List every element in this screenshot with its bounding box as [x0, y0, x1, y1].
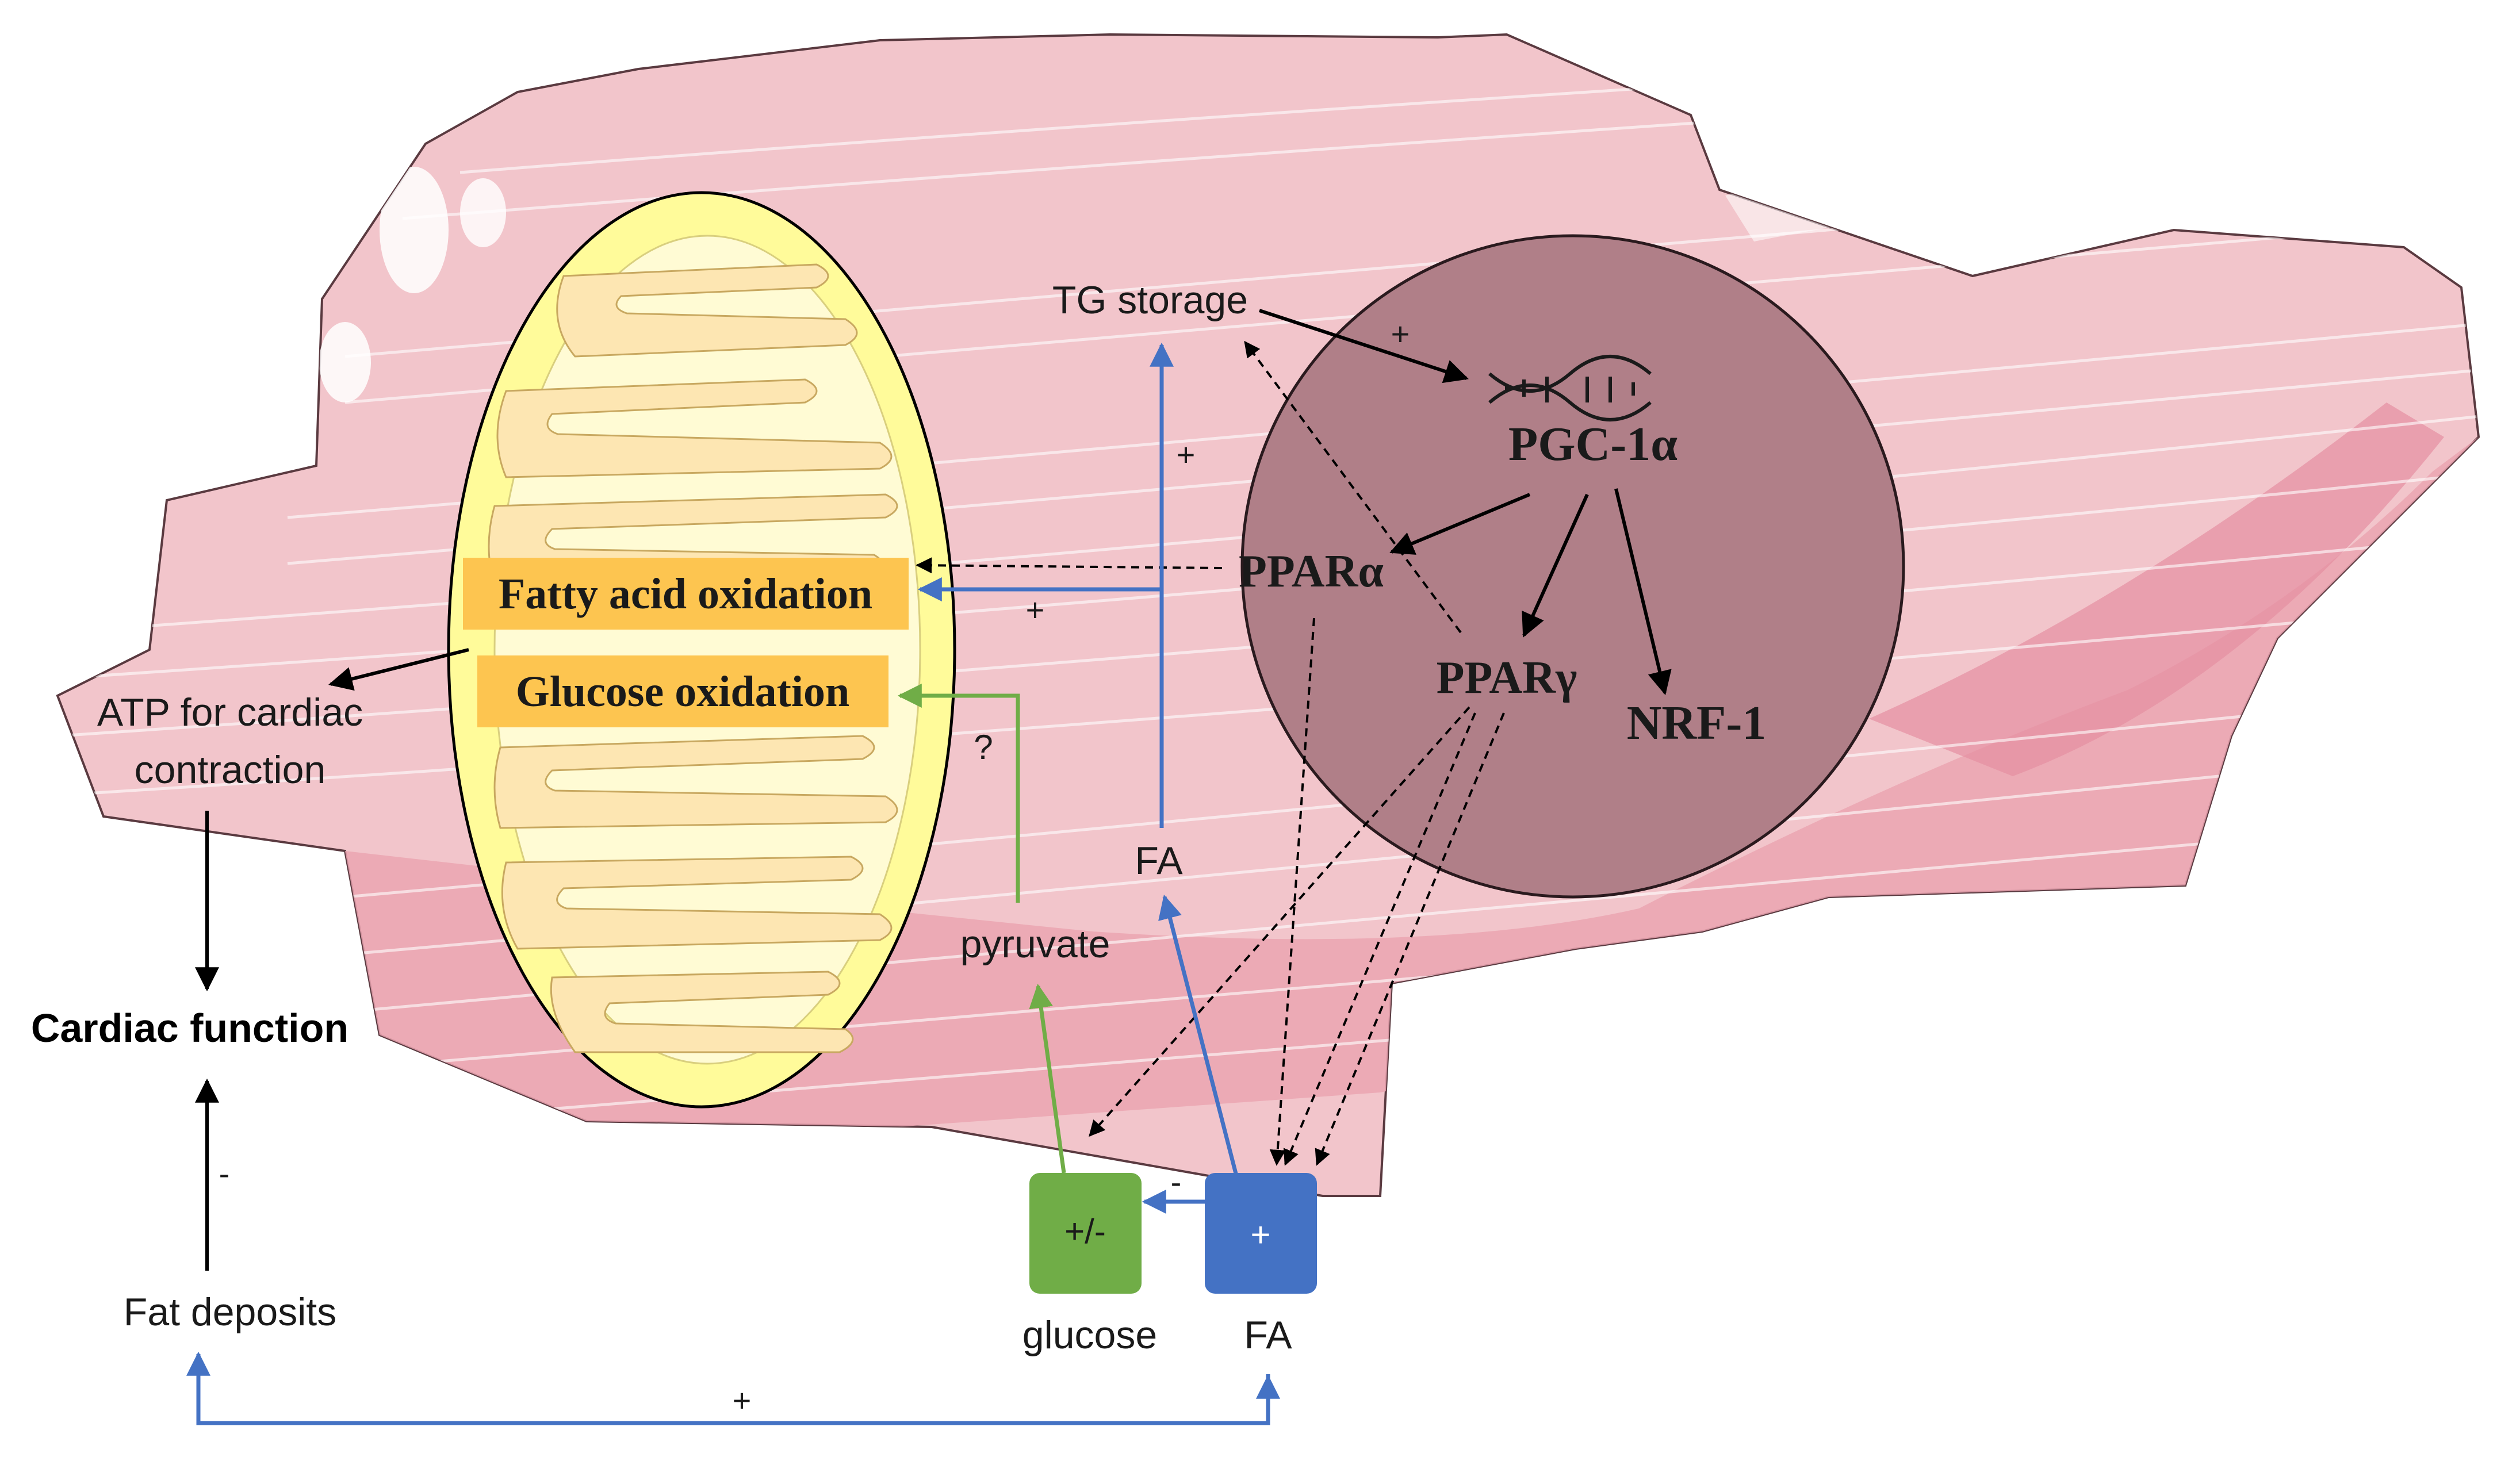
fa-outside-label: FA: [1244, 1313, 1292, 1357]
mitochondrion: [447, 191, 956, 1109]
nrf1-label: NRF-1: [1627, 696, 1767, 750]
pparg-label: PPARγ: [1437, 653, 1577, 703]
fatty-acid-oxidation-label: Fatty acid oxidation: [499, 570, 872, 618]
fatty-acid-oxidation-box: [463, 558, 909, 630]
dna-icon: [1488, 355, 1652, 421]
fa-transporter-box: [1205, 1173, 1317, 1294]
fat-deposits-label: Fat deposits: [124, 1290, 336, 1334]
sign-pyruvate-to-gox: ?: [974, 728, 993, 766]
arrow-fa-uptake: [1158, 894, 1239, 1176]
arrow-pparg-to-glucose: [1089, 706, 1470, 1137]
ppara-label: PPARα: [1239, 546, 1384, 597]
atp-label-line2: contraction: [135, 748, 326, 792]
arrow-tg-to-pgc1a: [1259, 309, 1469, 384]
arrow-ppara-to-fao: [916, 557, 1223, 574]
blue-arrows: [186, 342, 1280, 1425]
green-arrows: [897, 684, 1066, 1174]
sign-fa-to-tg: +: [1177, 436, 1196, 473]
atp-label-line1: ATP for cardiac: [97, 691, 363, 734]
glucose-box-label: +/-: [1064, 1212, 1106, 1251]
arrow-ppara-to-fa: [1269, 618, 1315, 1166]
glucose-oxidation-box: [477, 655, 888, 727]
fa-cell-label: FA: [1135, 839, 1183, 883]
glucose-oxidation-label: Glucose oxidation: [516, 668, 850, 716]
arrow-pgc1a-to-pparg: [1522, 493, 1589, 638]
arrow-pgc1a-to-nrf1: [1614, 488, 1672, 696]
sign-tg-to-pgc1a: +: [1391, 316, 1410, 352]
arrow-pparg-to-fa-1: [1283, 712, 1476, 1166]
sign-fa-to-fao: +: [1026, 592, 1045, 628]
fa-box-label: +: [1250, 1215, 1270, 1254]
sign-fat-to-cardiac: -: [219, 1155, 230, 1191]
arrow-pparg-to-fa-2: [1315, 712, 1505, 1166]
cardiac-function-label: Cardiac function: [31, 1006, 348, 1050]
pyruvate-label: pyruvate: [960, 922, 1110, 966]
pgc1a-label: PGC-1α: [1508, 417, 1678, 471]
arrow-glucose-to-pyruvate: [1029, 983, 1066, 1174]
sign-fa-inhibits-glucose: -: [1171, 1164, 1182, 1200]
dashed-arrows: [916, 340, 1505, 1166]
arrow-pparg-to-tg: [1244, 340, 1462, 634]
sign-fa-to-fat: +: [733, 1382, 752, 1418]
arrow-pgc1a-to-ppara: [1389, 493, 1531, 555]
black-arrows: [195, 309, 1672, 1271]
tg-storage-label: TG storage: [1052, 278, 1248, 322]
arrow-fao-to-atp: [328, 648, 469, 691]
nucleus: [1240, 234, 1905, 899]
glucose-label: glucose: [1022, 1313, 1157, 1357]
arrow-pyruvate-to-gox: [897, 684, 1020, 903]
glucose-transporter-box: [1029, 1173, 1142, 1294]
